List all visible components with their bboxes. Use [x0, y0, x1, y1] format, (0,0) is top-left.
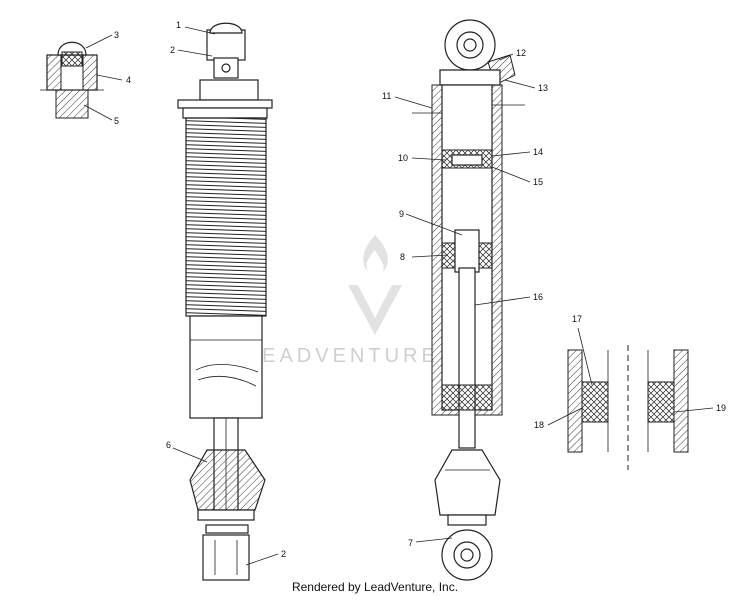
leader-lines: [83, 26, 714, 566]
watermark: LEADVENTURE: [247, 235, 439, 367]
callout-2-top: 2: [170, 45, 175, 55]
flame-logo-icon: [363, 235, 388, 272]
callout-19: 19: [716, 403, 726, 413]
callout-13: 13: [538, 83, 548, 93]
callout-15: 15: [533, 177, 543, 187]
callout-16: 16: [533, 292, 543, 302]
render-credit: Rendered by LeadVenture, Inc.: [291, 580, 459, 594]
callout-4: 4: [126, 75, 131, 85]
callout-8: 8: [400, 252, 405, 262]
callout-5: 5: [114, 116, 119, 126]
callout-12: 12: [516, 48, 526, 58]
callout-2-bottom: 2: [281, 549, 286, 559]
callout-9: 9: [399, 209, 404, 219]
seal-detail-inset: [567, 345, 689, 470]
top-mount-inset: [40, 41, 104, 119]
callout-6: 6: [166, 440, 171, 450]
callout-7: 7: [408, 538, 413, 548]
cutaway-shock: [412, 19, 525, 581]
callout-1: 1: [176, 20, 181, 30]
callout-labels: 1 2 3 4 5 6 2 7 8 9 10 11 12 13 14 15 16…: [114, 20, 726, 559]
assembled-shock: [177, 22, 273, 581]
callout-14: 14: [533, 147, 543, 157]
callout-17: 17: [572, 314, 582, 324]
callout-18: 18: [534, 420, 544, 430]
callout-3: 3: [114, 30, 119, 40]
callout-10: 10: [398, 153, 408, 163]
callout-11: 11: [382, 91, 391, 101]
watermark-text: LEADVENTURE: [247, 345, 439, 367]
v-logo-icon: [348, 285, 402, 335]
